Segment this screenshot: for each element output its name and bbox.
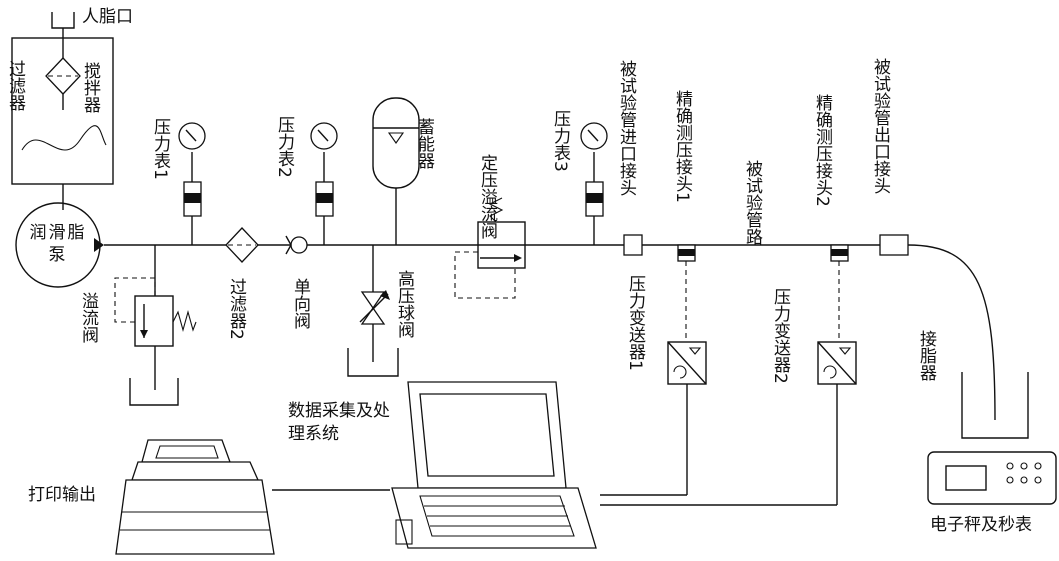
grease-pump (15, 202, 104, 288)
pressure-gauge-2-icon (310, 122, 338, 245)
accumulator-label: 蓄能器 (414, 118, 435, 169)
test-inlet-joint (623, 234, 643, 256)
filter-diamond-icon (45, 38, 81, 110)
tap1-label: 精确测压接头1 (672, 90, 693, 203)
pressure-tap-1 (677, 244, 696, 342)
accumulator-icon (372, 97, 420, 245)
filter-2-icon (225, 227, 259, 263)
transmitter2-label: 压力变送器2 (770, 288, 791, 384)
constant-relief-valve (454, 197, 526, 299)
relief-const-label: 定压溢流阀 (477, 154, 498, 240)
filter2-label: 过滤器2 (226, 278, 247, 340)
test-inlet-label: 被试验管进口接头 (616, 60, 637, 196)
gauge2-label: 压力表2 (274, 116, 295, 178)
check-valve-label: 单向阀 (290, 278, 311, 330)
test-outlet-label: 被试验管出口接头 (870, 58, 891, 194)
grease-inlet (51, 12, 75, 38)
gauge3-label: 压力表3 (550, 110, 571, 172)
signal-wiring (272, 489, 837, 506)
grease-collector (961, 372, 1029, 439)
pressure-transmitter-2-icon (817, 341, 857, 505)
ball-valve-label: 高压球阀 (394, 270, 415, 339)
collector-label: 接脂器 (916, 330, 937, 381)
outlet-pipe (907, 244, 996, 421)
inlet-label: 人脂口 (82, 7, 133, 27)
transmitter1-label: 压力变送器1 (625, 275, 646, 371)
mixer-label: 搅拌器 (80, 62, 101, 113)
relief-label: 溢流阀 (78, 292, 99, 344)
test-outlet-joint (879, 234, 909, 256)
printer-icon (115, 439, 275, 555)
pipe-label: 被试验管路 (742, 160, 763, 245)
gauge1-label: 压力表1 (150, 118, 171, 180)
laptop-icon (391, 381, 597, 549)
electronic-scale-icon (927, 451, 1057, 505)
filter-left-label: 过滤器 (5, 60, 26, 111)
relief-valve (114, 245, 197, 406)
print-out-label: 打印输出 (28, 485, 96, 505)
pressure-gauge-1-icon (178, 122, 206, 245)
daq-label: 数据采集及处理系统 (288, 401, 390, 444)
pump-label: 润滑脂泵 (29, 223, 87, 265)
tap2-label: 精确测压接头2 (812, 94, 833, 207)
pressure-gauge-3-icon (580, 122, 608, 245)
ball-valve-icon (347, 245, 399, 377)
scale-label: 电子秤及秒表 (930, 515, 1032, 535)
pressure-transmitter-1-icon (667, 341, 707, 495)
check-valve-icon (285, 235, 308, 255)
pressure-tap-2 (830, 244, 849, 342)
